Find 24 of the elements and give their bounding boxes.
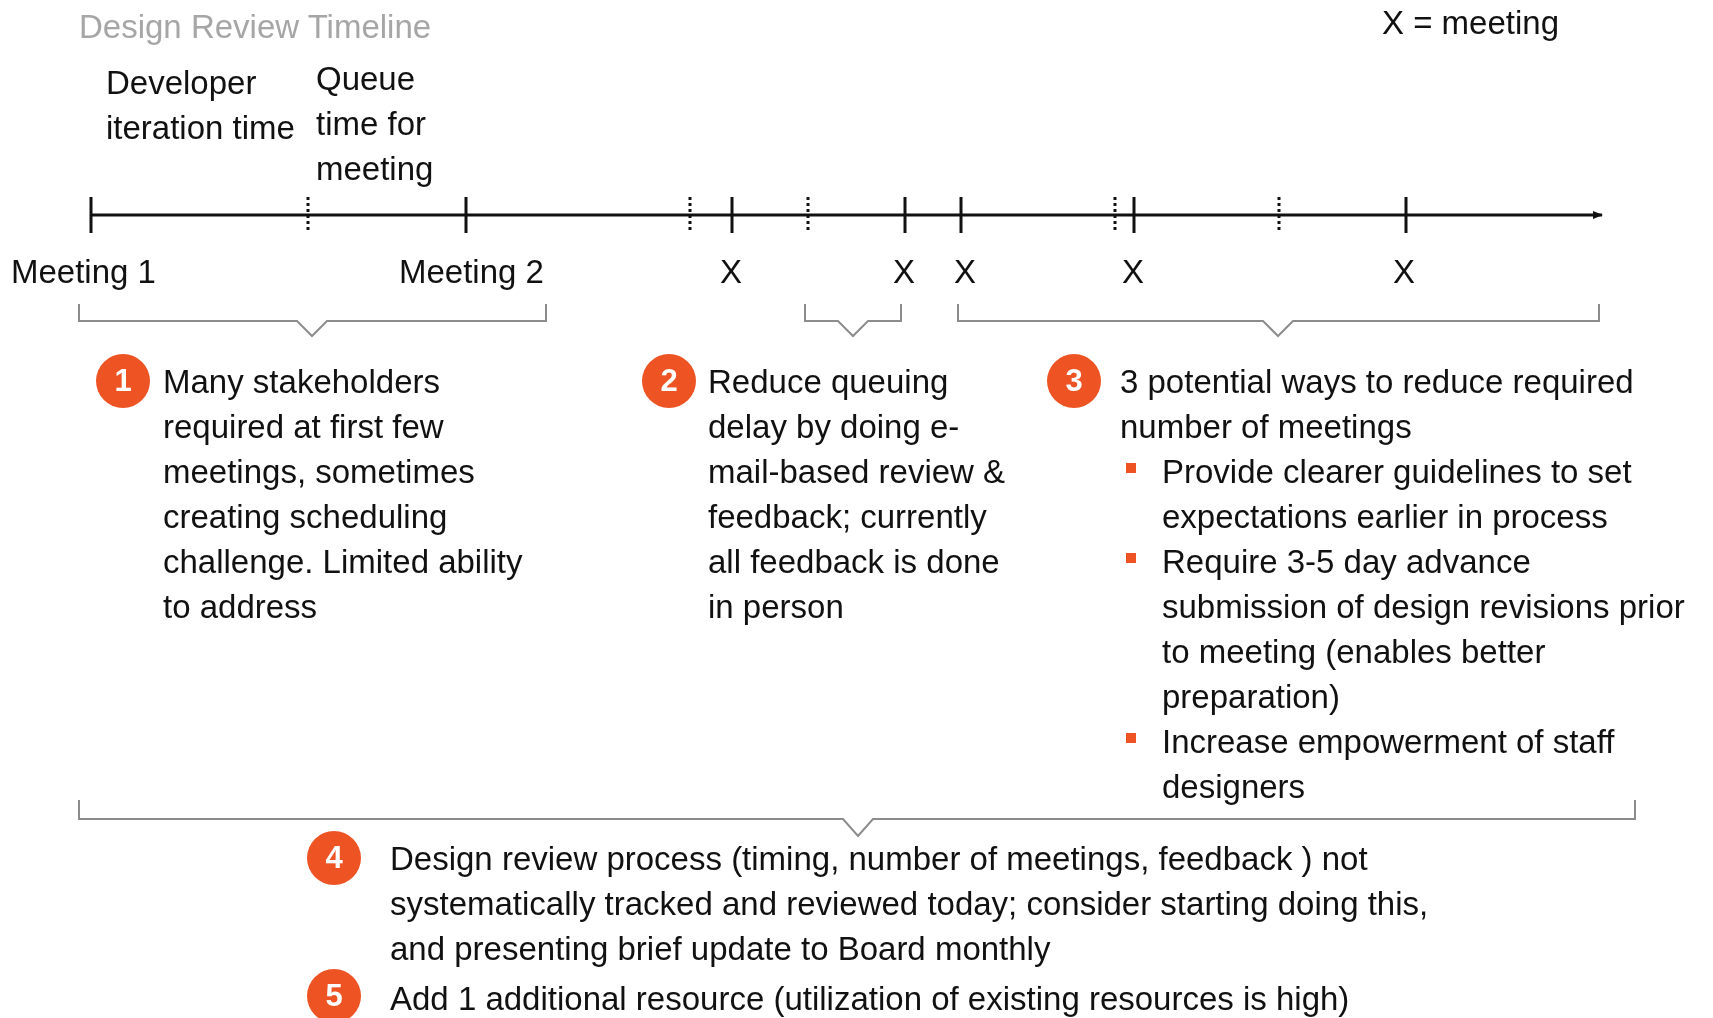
meeting-marker: X bbox=[720, 252, 742, 292]
interval-label: Queue time for meeting bbox=[316, 59, 435, 189]
diagram-title: Design Review Timeline bbox=[79, 7, 432, 47]
meeting-marker: X bbox=[954, 252, 976, 292]
step-number: 4 bbox=[307, 831, 361, 885]
note-text: Many stakeholders required at first few meetings, sometimes creating scheduling challenge. Limited ability to address bbox=[163, 362, 523, 627]
step-number: 1 bbox=[96, 354, 150, 408]
meeting-marker: X bbox=[1122, 252, 1144, 292]
note-text: Add 1 additional resource (utilization of existing resources is high) bbox=[390, 979, 1351, 1018]
legend-note: X = meeting bbox=[1382, 3, 1560, 43]
note-text: Reduce queuing delay by doing e-mail-based review & feedback; currently all feedback is done in person bbox=[708, 362, 1007, 627]
step-number: 2 bbox=[642, 354, 696, 408]
step-number: 3 bbox=[1047, 354, 1101, 408]
milestone-label: Meeting 2 bbox=[399, 252, 544, 292]
note-text: 3 potential ways to reduce required number of meetings bbox=[1120, 362, 1635, 447]
meeting-marker: X bbox=[1393, 252, 1415, 292]
bullet-item: Require 3-5 day advance submission of design revisions prior to meeting (enables better preparation) bbox=[1124, 539, 1702, 719]
bullet-item: Provide clearer guidelines to set expectations earlier in process bbox=[1124, 449, 1702, 539]
milestone-label: Meeting 1 bbox=[11, 252, 156, 292]
step-number: 5 bbox=[307, 969, 361, 1018]
interval-label: Developer iteration time bbox=[106, 63, 296, 148]
bullet-item: Increase empowerment of staff designers bbox=[1124, 719, 1702, 809]
note-text: Design review process (timing, number of meetings, feedback ) not systematically tracked and reviewed today; consider starting doing this, and presenting brief update to Board monthly bbox=[390, 839, 1430, 969]
meeting-marker: X bbox=[893, 252, 915, 292]
